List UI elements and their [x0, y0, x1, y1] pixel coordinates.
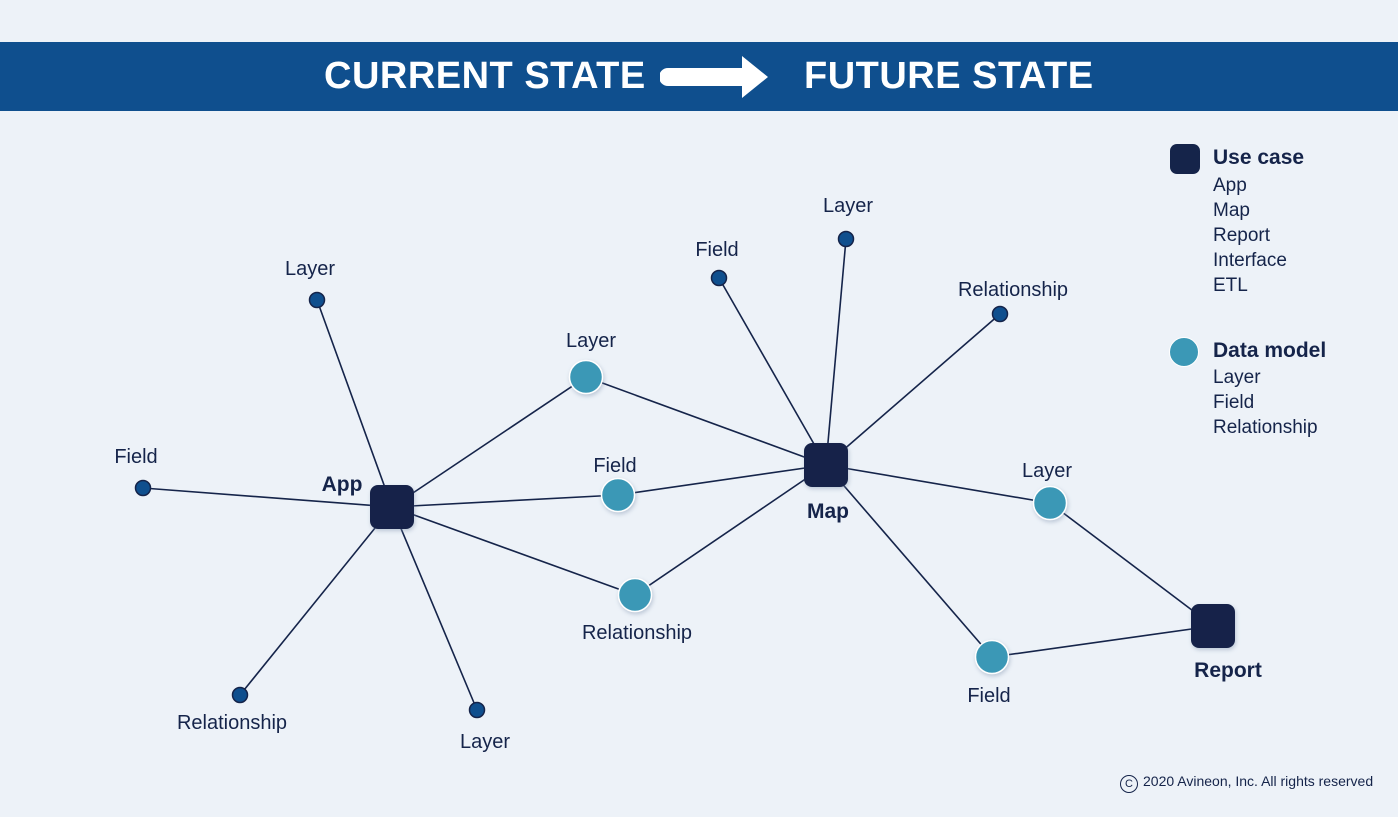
use-case-node-map: [804, 443, 848, 487]
node-label-app-field: Field: [114, 446, 157, 468]
edges-layer: [142, 238, 1214, 711]
small-node-app-layer-bottom: [468, 701, 486, 719]
edge-map-map-field: [718, 277, 827, 466]
node-label-map: Map: [807, 500, 849, 523]
copyright-notice: C 2020 Avineon, Inc. All rights reserved: [1120, 773, 1373, 793]
node-label-app: App: [322, 473, 363, 496]
copyright-text: 2020 Avineon, Inc. All rights reserved: [1143, 773, 1374, 789]
edge-report-map-report-layer: [1049, 502, 1214, 627]
edge-map-shared-layer: [585, 376, 827, 466]
small-node-map-relationship: [991, 305, 1009, 323]
edge-app-app-layer-top: [316, 299, 393, 508]
legend-use-case-item: Interface: [1213, 250, 1287, 271]
edge-app-shared-relationship: [391, 506, 636, 596]
node-label-map-report-field: Field: [967, 685, 1010, 707]
node-label-shared-field: Field: [593, 455, 636, 477]
legend-use-case-item: ETL: [1213, 275, 1248, 296]
edge-app-app-field: [142, 487, 393, 508]
edge-map-shared-field: [617, 464, 827, 496]
node-label-report: Report: [1194, 659, 1262, 682]
edge-app-shared-layer: [391, 376, 587, 508]
legend-data-model-item: Field: [1213, 392, 1255, 413]
edge-map-map-report-layer: [825, 464, 1051, 504]
data-model-circle-icon: [1169, 337, 1199, 367]
edge-map-map-relationship: [825, 313, 1001, 466]
legend-data-model-title: Data model: [1213, 339, 1327, 362]
node-label-app-relationship: Relationship: [177, 712, 287, 734]
node-label-shared-layer: Layer: [566, 330, 616, 352]
copyright-icon: C: [1120, 775, 1138, 793]
data-model-node-shared-relationship: [617, 577, 653, 613]
nodes-layer: [134, 230, 1235, 719]
use-case-node-app: [370, 485, 414, 529]
node-label-map-relationship: Relationship: [958, 279, 1068, 301]
data-model-node-shared-layer: [568, 359, 604, 395]
legend-use-case-item: App: [1213, 175, 1247, 196]
edge-map-map-layer: [825, 238, 847, 466]
labels-layer: AppMapReportLayerFieldRelationshipLayerF…: [114, 195, 1262, 753]
small-node-app-relationship: [231, 686, 249, 704]
use-case-square-icon: [1170, 144, 1200, 174]
node-label-map-layer: Layer: [823, 195, 873, 217]
edge-map-shared-relationship: [634, 464, 827, 596]
node-label-app-layer-bottom: Layer: [460, 731, 510, 753]
right-arrow-icon: [660, 56, 768, 98]
use-case-node-report: [1191, 604, 1235, 648]
small-node-map-field: [710, 269, 728, 287]
small-node-app-layer-top: [308, 291, 326, 309]
edge-app-app-layer-bottom: [391, 506, 478, 711]
node-label-shared-relationship: Relationship: [582, 622, 692, 644]
legend-data-model-item: Relationship: [1213, 417, 1318, 438]
data-model-node-map-report-layer: [1032, 485, 1068, 521]
node-label-map-field: Field: [695, 239, 738, 261]
edge-app-shared-field: [391, 494, 619, 508]
legend-data-model-item: Layer: [1213, 367, 1261, 388]
future-state-title: FUTURE STATE: [804, 55, 1094, 97]
small-node-app-field: [134, 479, 152, 497]
data-model-node-map-report-field: [974, 639, 1010, 675]
edge-map-map-report-field: [825, 464, 993, 658]
node-label-app-layer-top: Layer: [285, 258, 335, 280]
title-banner: CURRENT STATE FUTURE STATE: [0, 42, 1398, 111]
legend-use-case-item: Map: [1213, 200, 1250, 221]
edge-report-map-report-field: [991, 625, 1214, 658]
node-label-map-report-layer: Layer: [1022, 460, 1072, 482]
small-node-map-layer: [837, 230, 855, 248]
data-model-node-shared-field: [600, 477, 636, 513]
edge-app-app-relationship: [239, 506, 393, 696]
legend-use-case-title: Use case: [1213, 146, 1305, 169]
legend-use-case-item: Report: [1213, 225, 1271, 246]
current-state-title: CURRENT STATE: [324, 55, 646, 97]
